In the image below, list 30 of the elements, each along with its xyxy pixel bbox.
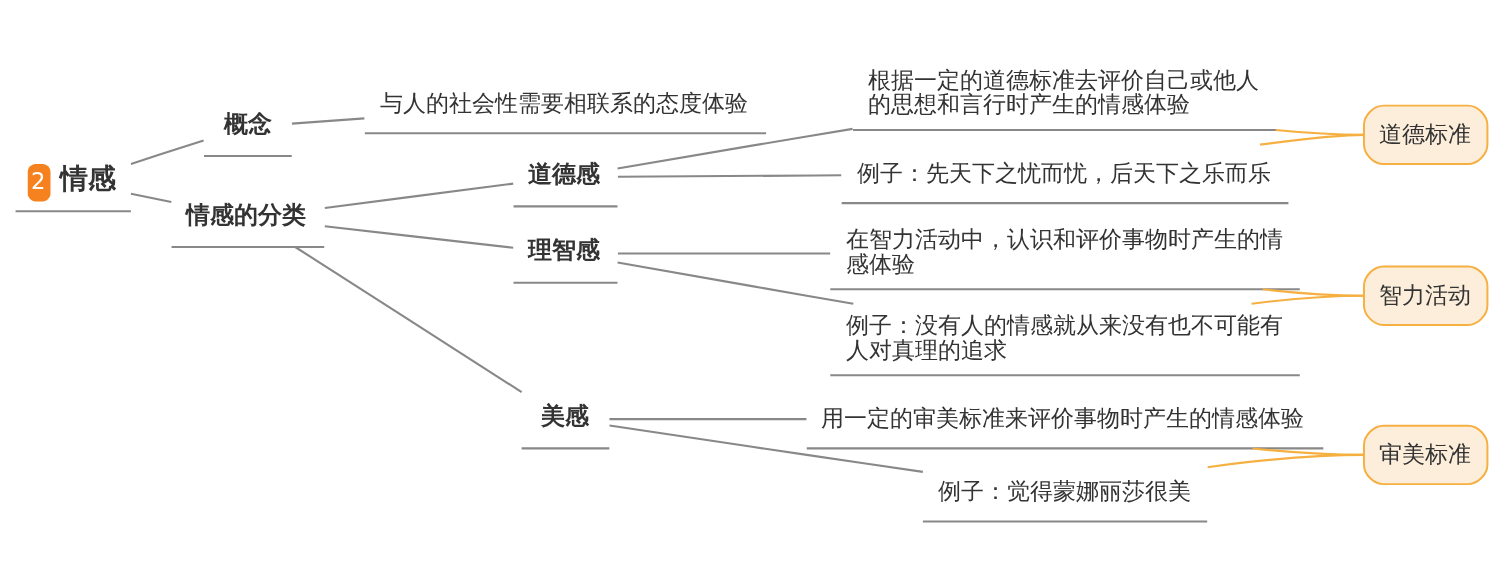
node-text: 例子：先天下之忧而忧，后天下之乐而乐 <box>857 159 1272 186</box>
node-text: 在智力活动中，认识和评价事物时产生的情感体验 <box>845 226 1283 277</box>
connector <box>1207 453 1364 469</box>
connector <box>130 139 204 165</box>
connector <box>617 261 854 305</box>
node-text: 美感 <box>541 401 590 431</box>
node-text: 用一定的审美标准来评价事物时产生的情感体验 <box>821 404 1305 431</box>
node-text: 概念 <box>223 108 272 138</box>
connector <box>291 117 365 125</box>
connector <box>1259 133 1364 146</box>
node-text: 理智感 <box>528 235 601 265</box>
connector <box>294 246 523 393</box>
connector <box>1251 294 1364 305</box>
node-text: 与人的社会性需要相联系的态度体验 <box>380 89 749 116</box>
node-box: 智力活动 <box>1363 265 1489 326</box>
connector <box>324 225 514 249</box>
connector <box>617 127 853 170</box>
connector <box>324 182 514 210</box>
node-box: 审美标准 <box>1363 424 1489 486</box>
connector <box>609 424 923 473</box>
node-box: 道德标准 <box>1363 104 1489 166</box>
connector <box>617 252 831 255</box>
node-text: 根据一定的道德标准去评价自己或他人的思想和言行时产生的情感体验 <box>868 67 1260 118</box>
node-text: 例子：觉得蒙娜丽莎很美 <box>938 478 1192 505</box>
node-text: 情感的分类 <box>186 199 307 229</box>
connector <box>617 174 842 178</box>
connector <box>609 418 807 421</box>
node-text: 例子：没有人的情感就从来没有也不可能有人对真理的追求 <box>845 312 1283 363</box>
connector <box>130 192 172 204</box>
node-text: 道德感 <box>528 158 601 188</box>
